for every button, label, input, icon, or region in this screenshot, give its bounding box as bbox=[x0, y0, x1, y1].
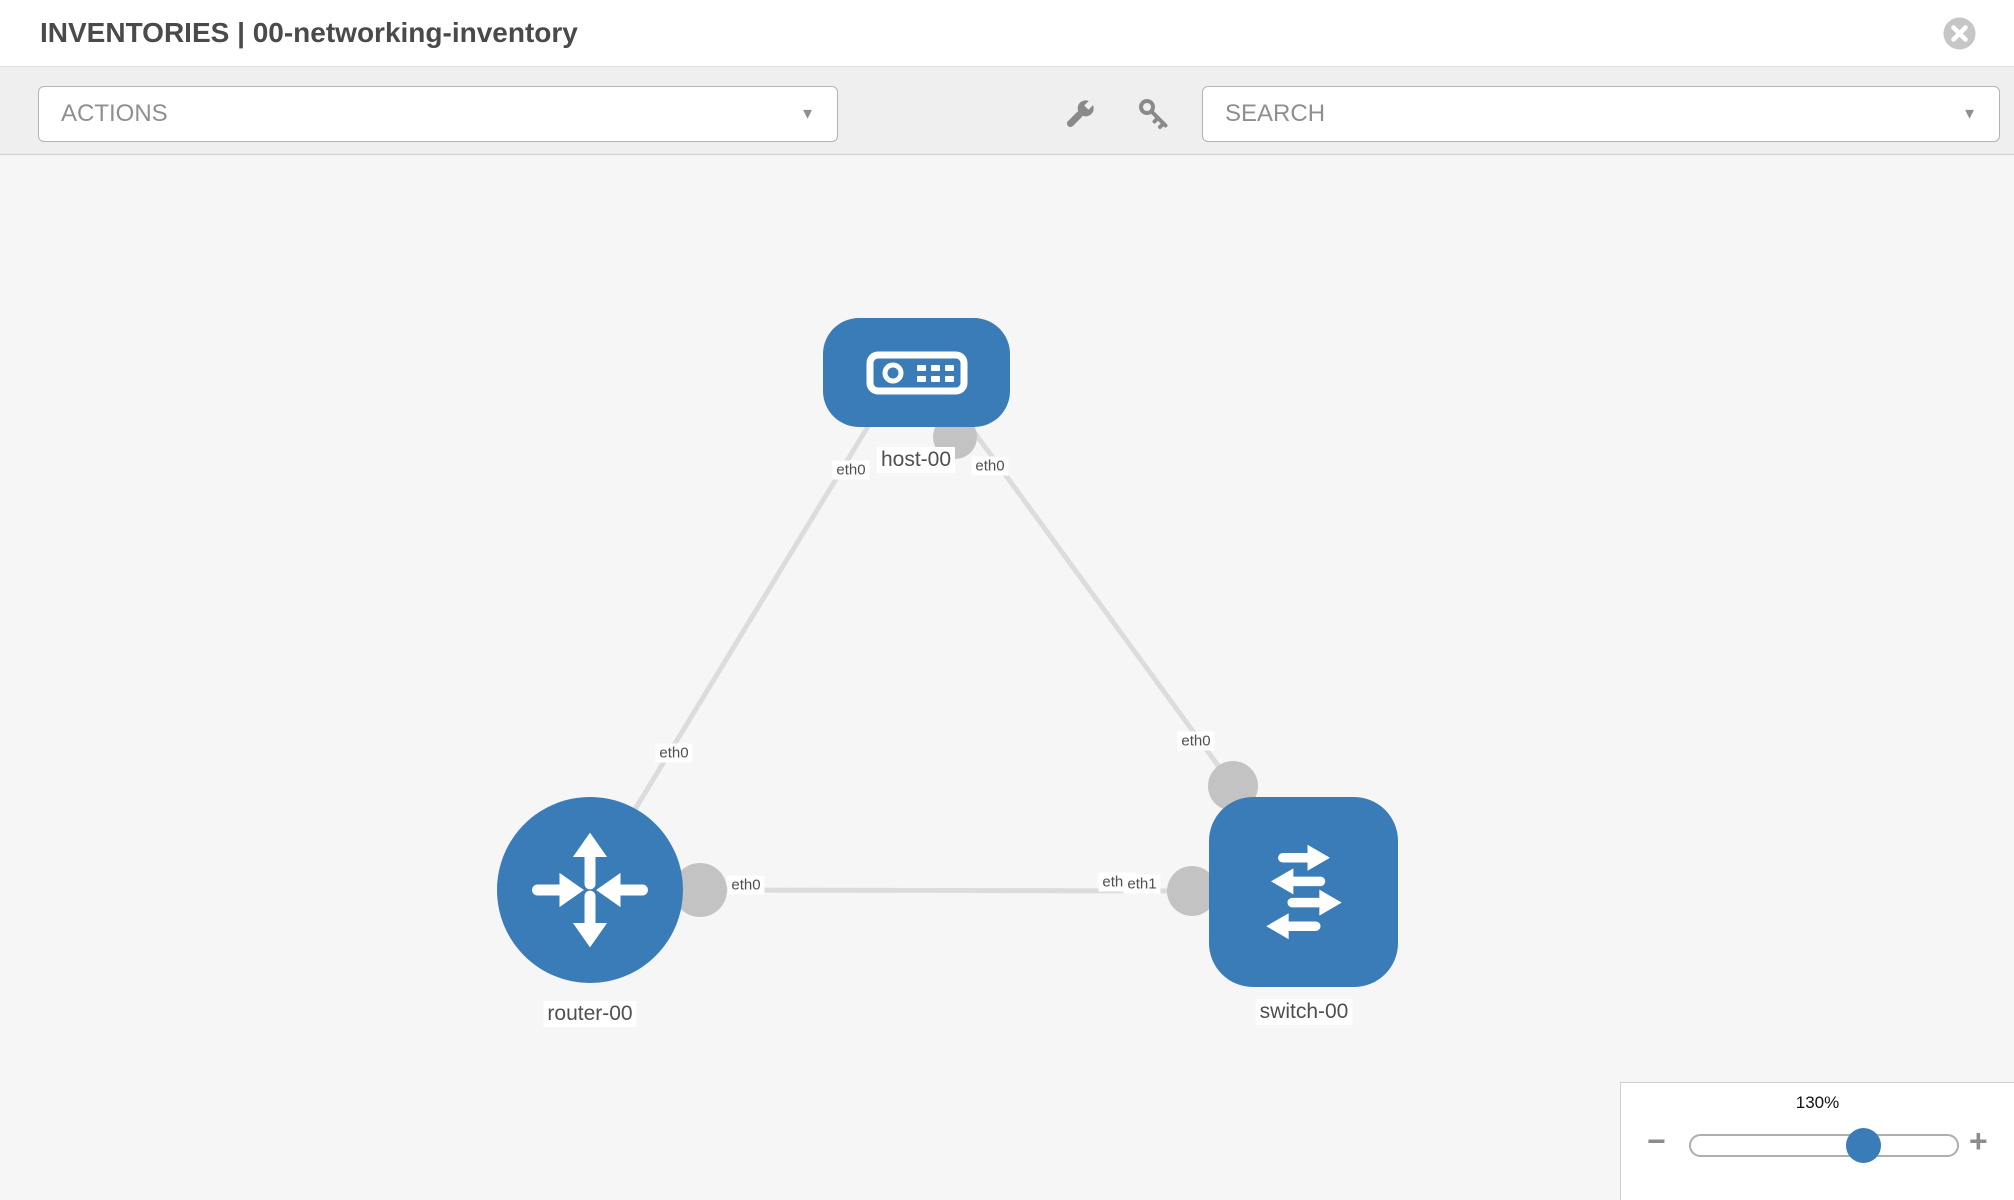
router-icon bbox=[532, 832, 648, 948]
node-router-00[interactable] bbox=[497, 797, 683, 983]
search-dropdown[interactable]: ▼ bbox=[1202, 86, 2000, 142]
zoom-slider-track[interactable] bbox=[1689, 1134, 1959, 1157]
zoom-out-button[interactable]: − bbox=[1647, 1123, 1666, 1159]
wrench-icon bbox=[1066, 98, 1096, 128]
tools-button[interactable] bbox=[1062, 95, 1098, 133]
zoom-level-value: 130% bbox=[1795, 1093, 1840, 1112]
if-label-router-eth0-right: eth0 bbox=[727, 875, 765, 895]
topology-canvas[interactable]: host-00 router-00 switch-00 eth0 eth0 et… bbox=[0, 155, 2014, 1200]
node-label-router: router-00 bbox=[543, 1001, 637, 1027]
page-title: INVENTORIES | 00-networking-inventory bbox=[40, 17, 578, 48]
if-label-router-eth0-top: eth0 bbox=[655, 743, 693, 763]
search-input[interactable] bbox=[1203, 87, 1936, 141]
host-icon bbox=[866, 351, 967, 394]
if-label-switch-eth0-top: eth0 bbox=[1177, 731, 1215, 751]
if-label-switch-eth1: eth1 bbox=[1123, 874, 1161, 894]
link-host-router[interactable] bbox=[592, 408, 881, 877]
key-icon bbox=[1139, 99, 1168, 129]
node-label-host: host-00 bbox=[876, 447, 956, 473]
zoom-panel: 130% − + bbox=[1620, 1082, 2014, 1200]
node-label-switch: switch-00 bbox=[1255, 999, 1353, 1025]
chevron-down-icon: ▼ bbox=[1962, 105, 1977, 123]
node-host-00[interactable] bbox=[823, 318, 1010, 427]
close-button[interactable] bbox=[1943, 17, 1976, 50]
if-label-host-eth0-right: eth0 bbox=[971, 456, 1009, 476]
chevron-down-icon: ▼ bbox=[800, 105, 815, 123]
credentials-button[interactable] bbox=[1136, 96, 1172, 132]
panel-header: INVENTORIES | 00-networking-inventory bbox=[0, 0, 2014, 67]
toolbar: ACTIONS ▼ ▼ bbox=[0, 67, 2014, 155]
zoom-slider-handle[interactable] bbox=[1846, 1128, 1881, 1163]
switch-icon bbox=[1265, 844, 1342, 940]
zoom-in-button[interactable]: + bbox=[1969, 1123, 1988, 1159]
port-router-right[interactable] bbox=[673, 863, 727, 917]
actions-dropdown-label: ACTIONS bbox=[61, 100, 168, 127]
port-switch-left[interactable] bbox=[1167, 866, 1217, 916]
node-switch-00[interactable] bbox=[1209, 797, 1398, 987]
if-label-host-eth0-left: eth0 bbox=[832, 460, 870, 480]
actions-dropdown[interactable]: ACTIONS ▼ bbox=[38, 86, 838, 142]
close-icon bbox=[1943, 17, 1976, 50]
